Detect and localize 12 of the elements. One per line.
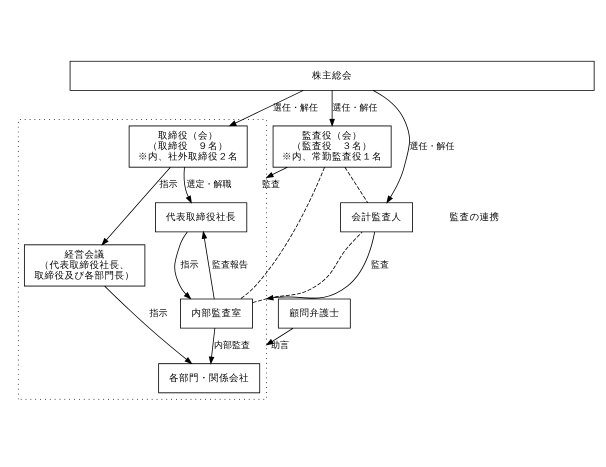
edge-label: 監査報告: [212, 260, 248, 271]
edge-label: 選定・解職: [186, 180, 232, 190]
edge-label: 監査: [262, 180, 280, 190]
edge-label: 監査: [371, 260, 390, 271]
edge-label: 選任・解任: [409, 142, 454, 152]
edge-label: 選任・解任: [272, 103, 318, 114]
edge-label: 指示: [159, 180, 178, 190]
edge-label: 選任・解任: [332, 103, 378, 114]
edge-label: 内部監査: [214, 341, 250, 352]
label: 監査の連携: [449, 212, 500, 223]
edge-label: 指示: [150, 308, 168, 319]
edge-label: 指示: [180, 260, 198, 271]
